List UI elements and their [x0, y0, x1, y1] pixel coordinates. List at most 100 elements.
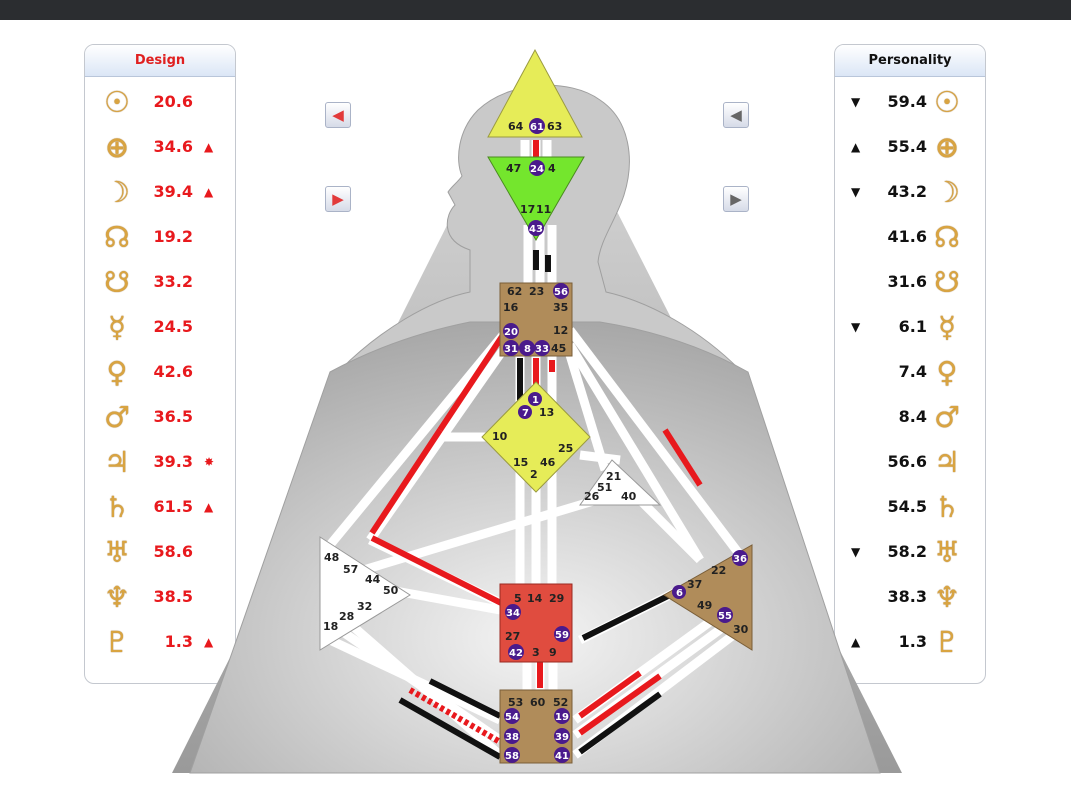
- arrow-right-icon: ▶: [730, 190, 742, 208]
- svg-text:20: 20: [504, 327, 518, 338]
- svg-text:30: 30: [733, 623, 749, 636]
- personality-fixing-mark: ▼: [851, 545, 861, 559]
- svg-text:28: 28: [339, 610, 354, 623]
- active-gate-circles: 61 24 43 56 20 31 8 33 1 7 34 59 42 36 6…: [503, 118, 748, 763]
- personality-gate-line-value: 56.6: [887, 452, 927, 471]
- design-gate-line-value: 33.2: [153, 272, 193, 291]
- ajna-center: [487, 156, 585, 241]
- earth-icon: ⊕: [104, 130, 130, 164]
- personality-gate-line-value: 38.3: [887, 587, 927, 606]
- design-row: ♅ 58.6: [85, 534, 235, 570]
- solar-plexus-center: [663, 544, 753, 651]
- svg-text:27: 27: [505, 630, 520, 643]
- mars-icon: ♂: [934, 400, 960, 434]
- top-bar: [0, 0, 1071, 20]
- jupiter-icon: ♃: [934, 445, 960, 479]
- design-gate-line-value: 39.4: [153, 182, 193, 201]
- svg-text:51: 51: [597, 481, 612, 494]
- personality-next-button[interactable]: ▶: [723, 186, 749, 212]
- design-row: ♃39.3✸: [85, 444, 235, 480]
- head-center: [487, 48, 583, 138]
- design-row: ♀ 42.6: [85, 354, 235, 390]
- svg-text:3: 3: [532, 646, 540, 659]
- design-row: ♂36.5: [85, 399, 235, 435]
- svg-text:49: 49: [697, 599, 712, 612]
- personality-gate-line-value: 6.1: [898, 317, 927, 336]
- personality-gate-line-value: 59.4: [887, 92, 927, 111]
- svg-text:5: 5: [514, 592, 522, 605]
- personality-row: ♀ 7.4: [835, 354, 985, 390]
- personality-prev-button[interactable]: ◀: [723, 102, 749, 128]
- personality-fixing-mark: ▼: [851, 95, 861, 109]
- pluto-icon: ♇: [104, 625, 130, 659]
- svg-text:58: 58: [505, 751, 519, 762]
- design-row: ☿24.5: [85, 309, 235, 345]
- svg-text:47: 47: [506, 162, 521, 175]
- svg-text:12: 12: [553, 324, 568, 337]
- svg-text:19: 19: [555, 712, 569, 723]
- personality-fixing-mark: ▲: [851, 140, 861, 154]
- design-panel: Design ☉20.6⊕34.6▲☽39.4▲☊19.2☋33.2☿24.5♀…: [84, 44, 236, 684]
- svg-text:37: 37: [687, 578, 702, 591]
- design-row: ♇1.3▲: [85, 624, 235, 660]
- venus-icon: ♀: [936, 355, 958, 389]
- venus-icon: ♀: [106, 355, 128, 389]
- personality-gate-line-value: 58.2: [887, 542, 927, 561]
- moon-icon: ☽: [104, 175, 130, 209]
- uranus-icon: ♅: [104, 535, 130, 569]
- svg-text:4: 4: [548, 162, 556, 175]
- svg-text:29: 29: [549, 592, 564, 605]
- design-gate-line-value: 61.5: [153, 497, 193, 516]
- svg-text:16: 16: [503, 301, 519, 314]
- svg-text:56: 56: [554, 287, 568, 298]
- moon-icon: ☽: [934, 175, 960, 209]
- channel-activations: [369, 140, 703, 760]
- svg-text:1: 1: [532, 395, 539, 406]
- personality-row: ☋31.6: [835, 264, 985, 300]
- personality-gate-line-value: 1.3: [898, 632, 927, 651]
- svg-text:36: 36: [733, 554, 747, 565]
- svg-text:46: 46: [540, 456, 556, 469]
- svg-text:35: 35: [553, 301, 568, 314]
- svg-text:40: 40: [621, 490, 637, 503]
- svg-text:11: 11: [536, 203, 551, 216]
- svg-text:21: 21: [606, 470, 621, 483]
- g-center: [481, 381, 591, 493]
- personality-gate-line-value: 43.2: [887, 182, 927, 201]
- svg-text:64: 64: [508, 120, 524, 133]
- svg-text:59: 59: [555, 630, 569, 641]
- pluto-icon: ♇: [934, 625, 960, 659]
- design-row: ☋33.2: [85, 264, 235, 300]
- svg-text:50: 50: [383, 584, 399, 597]
- design-next-button[interactable]: ▶: [325, 186, 351, 212]
- personality-gate-line-value: 41.6: [887, 227, 927, 246]
- design-gate-line-value: 34.6: [153, 137, 193, 156]
- uranus-icon: ♅: [934, 535, 960, 569]
- design-gate-line-value: 19.2: [153, 227, 193, 246]
- svg-text:42: 42: [509, 648, 523, 659]
- design-gate-line-value: 58.6: [153, 542, 193, 561]
- design-fixing-mark: ▲: [204, 185, 214, 199]
- spleen-center: [319, 536, 411, 651]
- saturn-icon: ♄: [934, 490, 960, 524]
- personality-fixing-mark: ▲: [851, 635, 861, 649]
- personality-gate-line-value: 7.4: [898, 362, 927, 381]
- design-gate-line-value: 42.6: [153, 362, 193, 381]
- mercury-icon: ☿: [938, 310, 956, 344]
- svg-text:17: 17: [520, 203, 535, 216]
- design-row: ♆38.5: [85, 579, 235, 615]
- svg-text:32: 32: [357, 600, 372, 613]
- personality-panel: Personality ☉59.4▼⊕55.4▲☽43.2▼☊41.6☋31.6…: [834, 44, 986, 684]
- svg-text:7: 7: [522, 408, 529, 419]
- personality-fixing-mark: ▼: [851, 185, 861, 199]
- design-fixing-mark: ▲: [204, 500, 214, 514]
- svg-text:13: 13: [539, 406, 554, 419]
- arrow-right-icon: ▶: [332, 190, 344, 208]
- svg-text:31: 31: [504, 344, 518, 355]
- design-prev-button[interactable]: ◀: [325, 102, 351, 128]
- sun-icon: ☉: [934, 85, 960, 119]
- personality-fixing-mark: ▼: [851, 320, 861, 334]
- design-row: ☽ 39.4 ▲: [85, 174, 235, 210]
- svg-text:9: 9: [549, 646, 557, 659]
